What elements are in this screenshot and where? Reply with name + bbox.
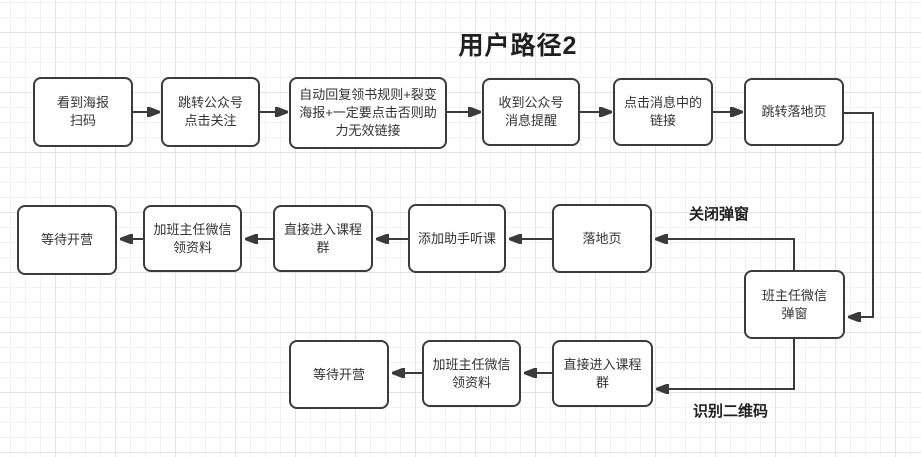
node-jump-landing-page[interactable]: 跳转落地页 bbox=[744, 78, 844, 146]
edge-popup-to-group2-scan-qr[interactable] bbox=[657, 339, 795, 389]
node-follow-official-account[interactable]: 跳转公众号 点击关注 bbox=[161, 77, 260, 147]
node-label: 添加助手听课 bbox=[417, 230, 496, 246]
node-receive-message-alert[interactable]: 收到公众号 消息提醒 bbox=[482, 78, 580, 146]
node-landing-page[interactable]: 落地页 bbox=[552, 204, 652, 273]
node-see-poster-scan[interactable]: 看到海报 扫码 bbox=[33, 77, 133, 147]
node-auto-reply-rules[interactable]: 自动回复领书规则+裂变 海报+一定要点击否则助 力无效链接 bbox=[289, 77, 447, 149]
node-label: 等待开营 bbox=[40, 232, 93, 248]
node-label: 加班主任微信 领资料 bbox=[432, 356, 511, 390]
node-label: 收到公众号 消息提醒 bbox=[498, 95, 564, 128]
node-label: 看到海报 扫码 bbox=[56, 95, 109, 128]
edge-label-scan-qr: 识别二维码 bbox=[693, 403, 769, 420]
node-label: 跳转落地页 bbox=[761, 104, 827, 120]
edge-jump-to-teacher-popup[interactable] bbox=[844, 112, 874, 317]
node-label: 自动回复领书规则+裂变 海报+一定要点击否则助 力无效链接 bbox=[299, 87, 437, 138]
node-label: 直接进入课程 群 bbox=[563, 356, 642, 390]
node-label: 直接进入课程 群 bbox=[283, 221, 362, 255]
node-wait-camp-open-2[interactable]: 等待开营 bbox=[289, 340, 389, 409]
node-enter-course-group-1[interactable]: 直接进入课程 群 bbox=[273, 205, 373, 272]
node-click-message-link[interactable]: 点击消息中的 链接 bbox=[613, 78, 713, 146]
node-label: 点击消息中的 链接 bbox=[623, 95, 702, 128]
node-add-assistant-listen[interactable]: 添加助手听课 bbox=[408, 204, 506, 273]
node-label: 加班主任微信 领资料 bbox=[153, 221, 232, 255]
node-add-teacher-wechat-1[interactable]: 加班主任微信 领资料 bbox=[143, 205, 242, 272]
node-teacher-wechat-popup[interactable]: 班主任微信 弹窗 bbox=[744, 270, 845, 339]
node-add-teacher-wechat-2[interactable]: 加班主任微信 领资料 bbox=[422, 340, 521, 407]
node-label: 班主任微信 弹窗 bbox=[761, 287, 827, 321]
node-label: 等待开营 bbox=[312, 366, 365, 382]
diagram-title: 用户路径2 bbox=[458, 32, 578, 60]
node-enter-course-group-2[interactable]: 直接进入课程 群 bbox=[552, 340, 653, 407]
node-wait-camp-open-1[interactable]: 等待开营 bbox=[17, 205, 117, 275]
node-label: 落地页 bbox=[582, 230, 622, 246]
edge-popup-to-landing-close[interactable] bbox=[656, 239, 795, 270]
node-label: 跳转公众号 点击关注 bbox=[177, 95, 243, 128]
edge-label-close-popup: 关闭弹窗 bbox=[689, 206, 750, 223]
